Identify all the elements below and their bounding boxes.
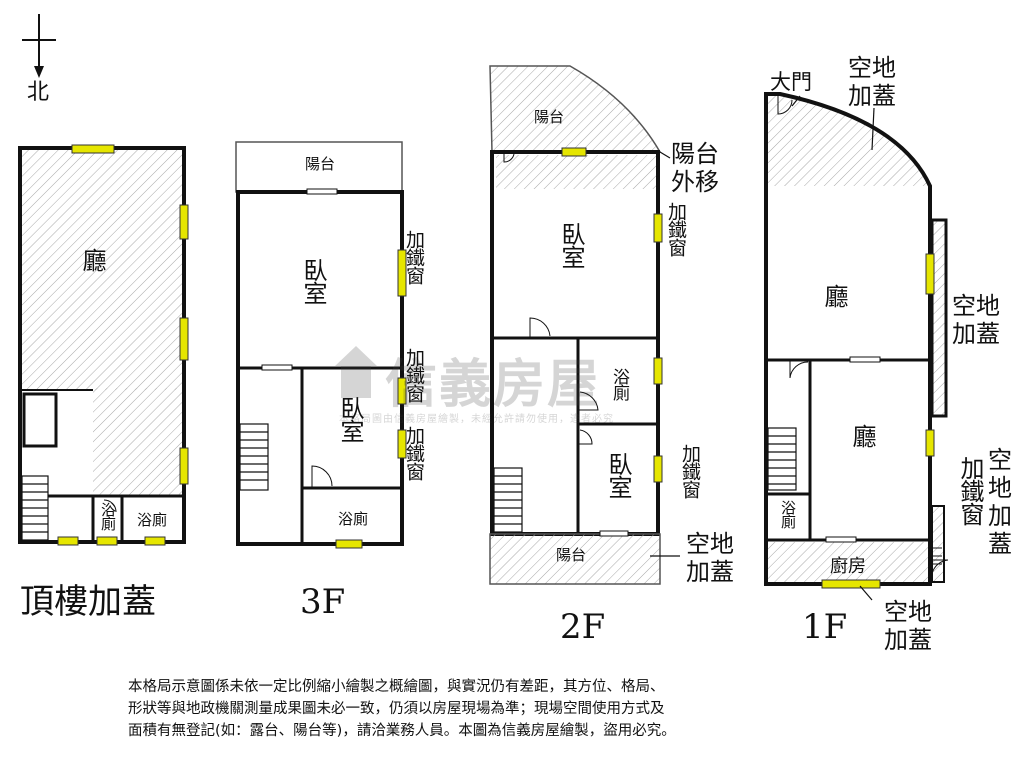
1f-stairs <box>767 427 797 491</box>
2f-balcony-top-label: 陽台 <box>534 108 565 126</box>
3f-bedroom-top-label: 臥室 <box>299 258 327 304</box>
disclaimer-line-1: 本格局示意圖係未依一定比例縮小繪製之概繪圖，與實況仍有差距，其方位、格局、 <box>128 679 665 695</box>
1f-main-gate-label: 大門 <box>770 70 812 94</box>
roof-hall-area <box>22 150 183 390</box>
roof-hall-area-lower <box>93 388 183 496</box>
disclaimer-line-2: 形狀等與地政機關測量成果圖未必一致，仍須以房屋現場為準；現場空間使用方式及 <box>128 701 665 717</box>
roof-hall-label: 廳 <box>78 248 106 271</box>
2f-balcony-moved-note: 陽台外移 <box>671 140 719 196</box>
1f-iron-window-note: 加鐵窗 <box>956 456 984 525</box>
1f-empty-lot-bottom-note: 空地加蓋 <box>884 598 932 654</box>
roof-bath-left-label: 浴廁 <box>99 502 117 530</box>
1f-kitchen-area <box>768 542 928 582</box>
3f-iron-window-note-3: 加鐵窗 <box>403 426 425 480</box>
2f-top-balcony <box>489 65 662 153</box>
north-label: 北 <box>27 80 50 105</box>
2f-iron-window-note-2: 加鐵窗 <box>679 444 701 498</box>
1f-windows <box>821 253 935 589</box>
3f-stairs <box>239 423 269 491</box>
1f-floor-plan <box>650 92 949 601</box>
3f-balcony-label: 陽台 <box>305 155 336 173</box>
roof-floor-plan <box>18 144 189 546</box>
1f-front-lot <box>768 94 932 186</box>
1f-empty-lot-right-note: 空地加蓋 <box>952 292 1000 348</box>
north-arrow-icon <box>22 14 56 78</box>
1f-empty-lot-top-note: 空地加蓋 <box>848 54 896 110</box>
2f-floor-plan <box>489 65 663 585</box>
disclaimer-line-3: 面積有無登記(如：露台、陽台等)，請洽業務人員。本圖為信義房屋繪製，盜用必究。 <box>128 723 676 739</box>
watermark-notice: 本格局圖由信義房屋繪製，未經允許請勿使用，違者必究 <box>339 414 614 425</box>
2f-bedroom-top-label: 臥室 <box>557 222 585 268</box>
roof-bath-right-label: 浴廁 <box>137 511 168 529</box>
2f-windows <box>561 147 663 483</box>
2f-bottom-balcony <box>489 533 661 585</box>
1f-hall-top-label: 廳 <box>820 284 848 307</box>
2f-iron-window-note-1: 加鐵窗 <box>665 202 687 256</box>
1f-hall-bottom-label: 廳 <box>848 424 876 447</box>
1f-bath-label: 浴廁 <box>779 500 797 528</box>
3f-windows <box>335 249 407 549</box>
1f-kitchen-label: 廚房 <box>830 556 866 577</box>
brand-watermark: 信義房屋 本格局圖由信義房屋繪製，未經允許請勿使用，違者必究 <box>333 340 693 425</box>
2f-empty-lot-note: 空地加蓋 <box>686 530 734 586</box>
3f-floor-plan <box>235 141 407 549</box>
1f-empty-lot-side-note: 空地加蓋 <box>988 446 1012 558</box>
3f-iron-window-note-1: 加鐵窗 <box>403 230 425 284</box>
2f-bedroom-bottom-label: 臥室 <box>604 452 632 498</box>
1f-side-lot <box>930 218 948 418</box>
1f-side-lot-lower <box>931 505 945 583</box>
3f-caption: 3F <box>300 582 346 622</box>
2f-stairs <box>493 467 523 533</box>
3f-iron-window-note-2: 加鐵窗 <box>403 348 425 402</box>
house-logo-icon <box>335 346 377 398</box>
roof-windows <box>57 144 189 546</box>
roof-caption: 頂樓加蓋 <box>20 582 156 622</box>
2f-bath-label: 浴廁 <box>609 368 629 400</box>
watermark-brand: 信義房屋 <box>385 355 602 415</box>
3f-bath-label: 浴廁 <box>338 510 369 528</box>
roof-stairs <box>21 475 49 541</box>
3f-bedroom-mid-label: 臥室 <box>336 396 364 442</box>
1f-caption: 1F <box>802 607 848 647</box>
2f-caption: 2F <box>560 607 606 647</box>
disclaimer-text: 本格局示意圖係未依一定比例縮小繪製之概繪圖，與實況仍有差距，其方位、格局、 形狀… <box>128 676 828 742</box>
2f-balcony-bottom-label: 陽台 <box>556 546 587 564</box>
